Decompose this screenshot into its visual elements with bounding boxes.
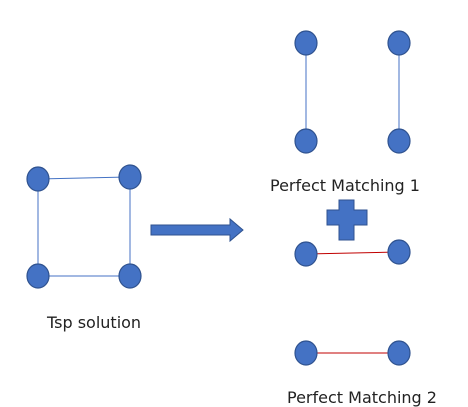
matching-1-node (294, 128, 318, 154)
perfect-matching-2-graph (294, 239, 411, 366)
right-arrow-icon (150, 217, 244, 243)
tsp-edge-a-b (37, 176, 131, 180)
tsp-node (118, 263, 142, 289)
matching-1-node (387, 30, 411, 56)
perfect-matching-1-graph (294, 30, 411, 154)
matching-2-node (387, 239, 411, 265)
matching-2-node (294, 241, 318, 267)
perfect-matching-2-label: Perfect Matching 2 (287, 388, 437, 407)
perfect-matching-1-label: Perfect Matching 1 (270, 176, 420, 195)
plus-icon (326, 199, 368, 241)
matching-1-node (294, 30, 318, 56)
matching-2-node (294, 340, 318, 366)
tsp-node (118, 164, 142, 190)
tsp-node (26, 166, 50, 192)
matching-2-node (387, 340, 411, 366)
tsp-node (26, 263, 50, 289)
tsp-solution-graph (26, 164, 142, 289)
matching-1-node (387, 128, 411, 154)
tsp-solution-label: Tsp solution (46, 313, 141, 332)
matching-2-edge (305, 251, 400, 255)
